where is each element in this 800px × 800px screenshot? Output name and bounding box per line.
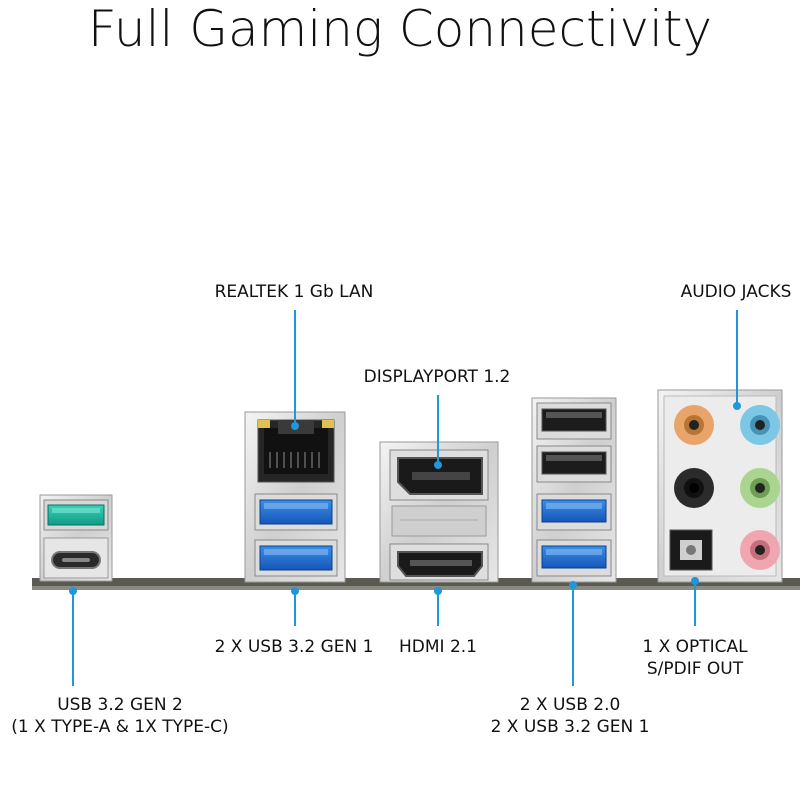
usb20-leader-dot bbox=[569, 581, 577, 589]
optical-port bbox=[669, 529, 713, 571]
hdmi-leader-line bbox=[437, 590, 439, 626]
usbgen2-leader-dot bbox=[69, 587, 77, 595]
label-usb20-line2: 2 X USB 3.2 GEN 1 bbox=[490, 717, 650, 737]
hdmi-leader-dot bbox=[434, 587, 442, 595]
usb-gen2-stack bbox=[39, 494, 113, 582]
audio-jack-panel bbox=[657, 389, 783, 583]
io-shield-plate bbox=[32, 578, 800, 588]
usb32gen1-leader-dot bbox=[291, 587, 299, 595]
audio-jack-orange bbox=[674, 405, 714, 445]
lan-leader-line bbox=[294, 310, 296, 426]
label-hdmi: HDMI 2.1 bbox=[399, 637, 477, 657]
label-audio-jacks: AUDIO JACKS bbox=[680, 282, 792, 302]
lan-leader-dot bbox=[291, 422, 299, 430]
audio-jack-black bbox=[674, 468, 714, 508]
label-lan: REALTEK 1 Gb LAN bbox=[214, 282, 374, 302]
usb32gen1-leader-line bbox=[294, 590, 296, 626]
audio-jack-pink bbox=[740, 530, 780, 570]
label-usb-gen2-line1: USB 3.2 GEN 2 bbox=[57, 695, 183, 715]
audio-leader-line bbox=[736, 310, 738, 406]
page-title: Full Gaming Connectivity bbox=[87, 0, 713, 58]
display-stack bbox=[379, 441, 499, 583]
usb20-leader-line bbox=[572, 584, 574, 686]
label-usb-gen2-line2: (1 X TYPE-A & 1X TYPE-C) bbox=[11, 717, 229, 737]
audio-jack-blue bbox=[740, 405, 780, 445]
label-usb32-gen1: 2 X USB 3.2 GEN 1 bbox=[214, 637, 374, 657]
displayport-leader-dot bbox=[434, 461, 442, 469]
usb-quad-stack bbox=[531, 397, 617, 583]
audio-leader-dot bbox=[733, 402, 741, 410]
optical-leader-line bbox=[694, 580, 696, 626]
audio-jack-green bbox=[740, 468, 780, 508]
optical-leader-dot bbox=[691, 577, 699, 585]
displayport-leader-line bbox=[437, 395, 439, 465]
label-displayport: DISPLAYPORT 1.2 bbox=[363, 367, 511, 387]
lan-usb-stack bbox=[244, 411, 346, 583]
label-usb20-line1: 2 X USB 2.0 bbox=[519, 695, 621, 715]
usbgen2-leader-line bbox=[72, 590, 74, 686]
label-optical-line2: S/PDIF OUT bbox=[646, 659, 744, 679]
label-optical-line1: 1 X OPTICAL bbox=[642, 637, 748, 657]
